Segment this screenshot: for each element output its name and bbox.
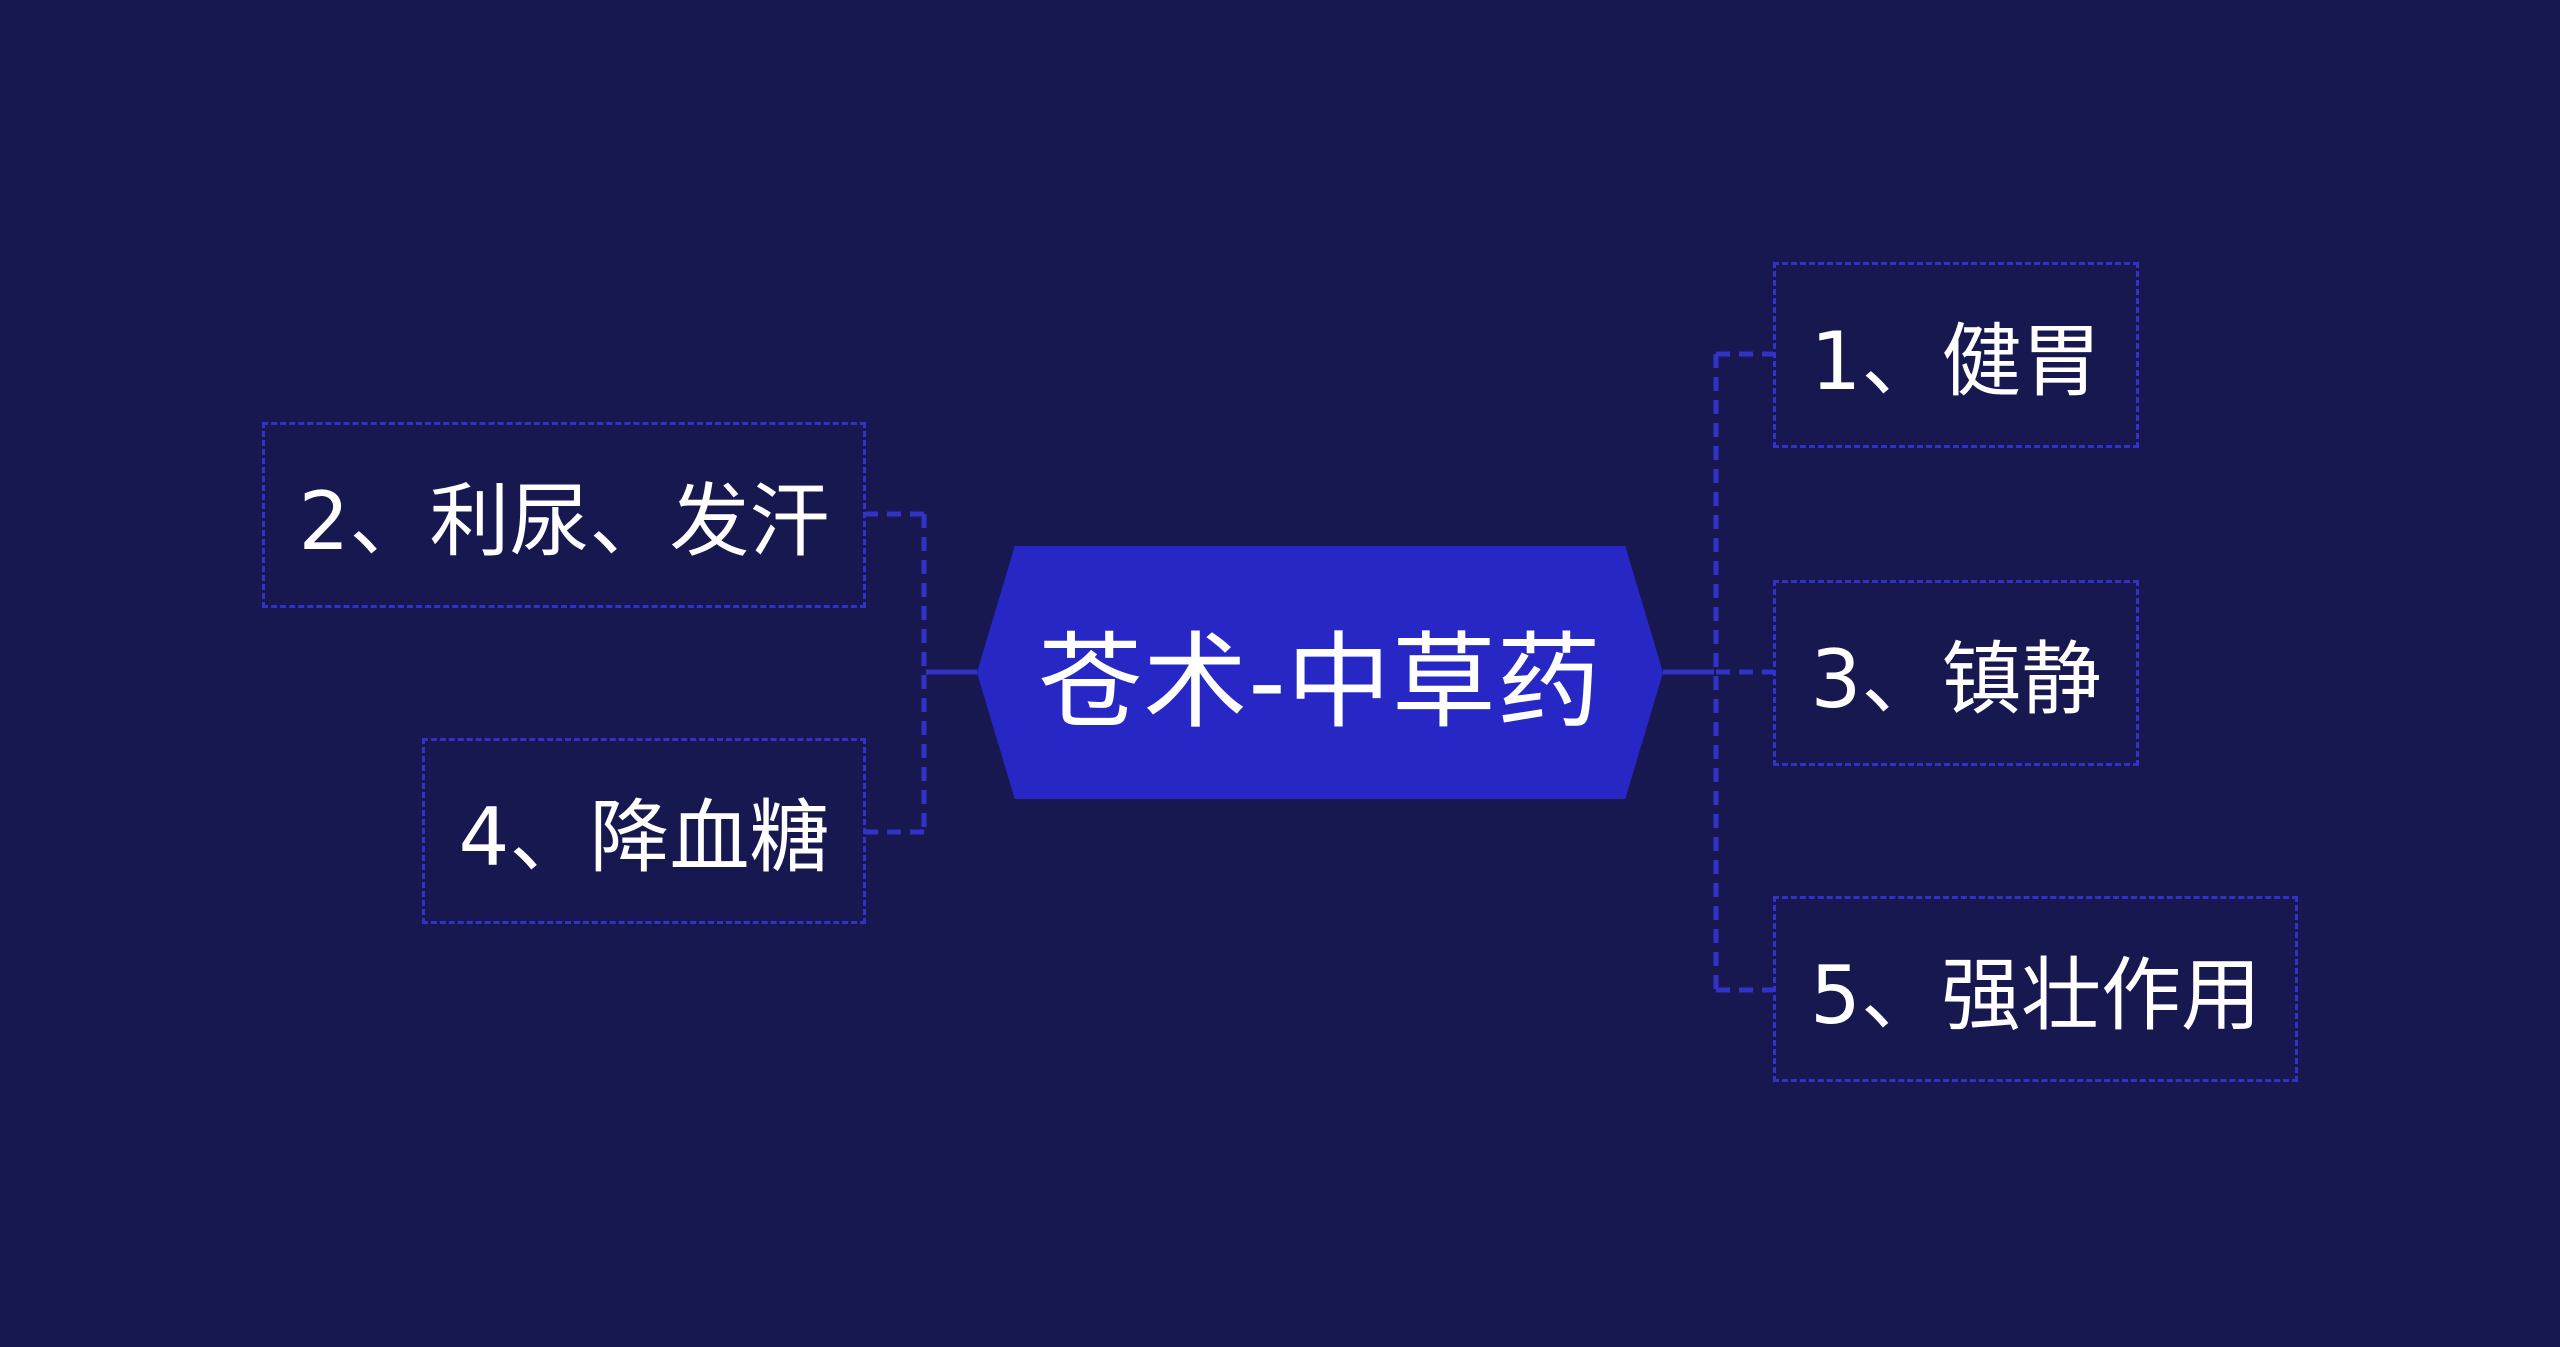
branch-label-5: 5、强壮作用: [1810, 949, 2261, 1042]
branch-label-2: 2、利尿、发汗: [298, 475, 830, 568]
branch-node-1[interactable]: 1、健胃: [1773, 262, 2139, 448]
branch-node-4[interactable]: 4、降血糖: [422, 738, 866, 924]
branch-label-3: 3、镇静: [1810, 633, 2102, 726]
central-topic-node[interactable]: 苍术-中草药: [977, 546, 1663, 799]
branch-node-2[interactable]: 2、利尿、发汗: [262, 422, 866, 608]
branch-node-5[interactable]: 5、强壮作用: [1773, 896, 2298, 1082]
branch-label-4: 4、降血糖: [458, 791, 830, 884]
central-topic-label: 苍术-中草药: [1038, 621, 1602, 743]
branch-node-3[interactable]: 3、镇静: [1773, 580, 2139, 766]
branch-label-1: 1、健胃: [1810, 315, 2102, 408]
